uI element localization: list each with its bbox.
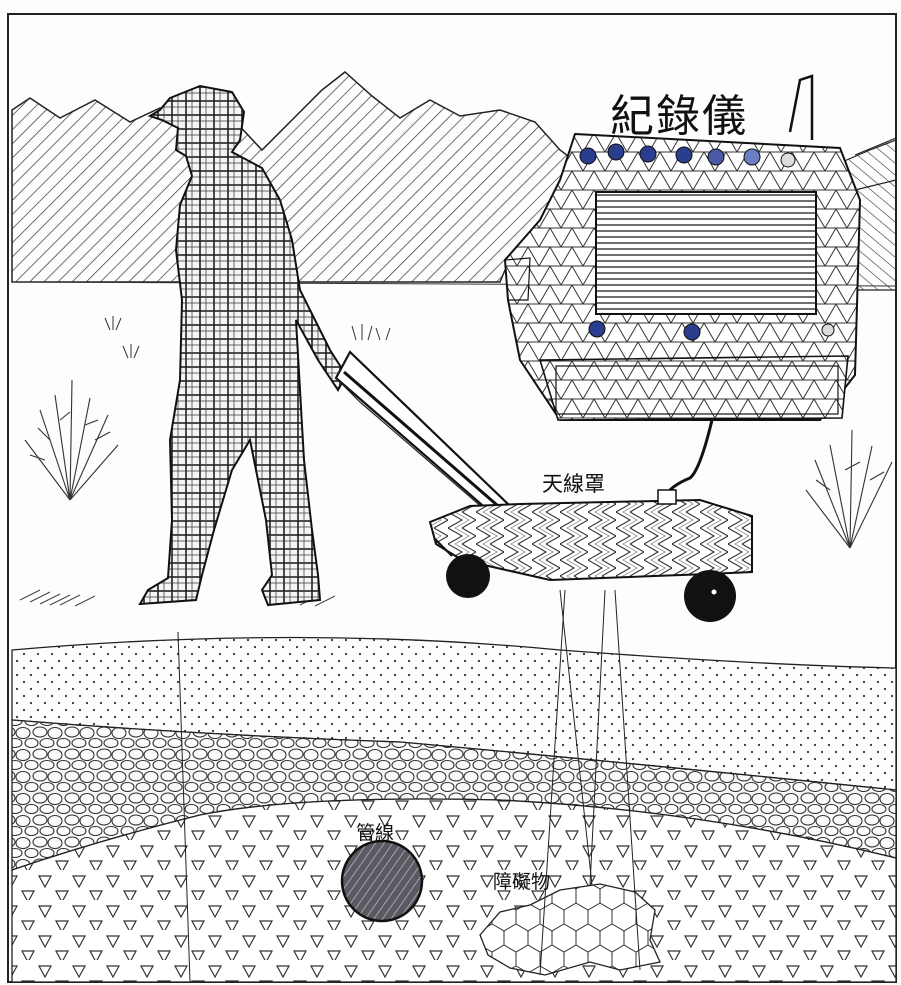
recorder-antenna-wire: [788, 74, 814, 140]
recorder-knob-3: [639, 145, 657, 163]
subsoil-layer: [11, 798, 897, 983]
antenna-housing-label: 天線罩: [542, 472, 605, 496]
recorder-button-left: [588, 320, 606, 338]
pipeline-cross-section: [340, 839, 424, 923]
bush-left: [24, 379, 119, 501]
grass-tufts: [104, 316, 391, 359]
antenna-cart: [428, 489, 753, 622]
recorder-label: 紀錄儀: [610, 91, 748, 142]
recorder-button-right: [683, 323, 701, 341]
obstacle-shape: [479, 883, 661, 976]
surface-hatching: [19, 589, 336, 607]
mountain-range-left: [11, 71, 602, 283]
recorder-screen: [595, 191, 817, 315]
recorder-device: [503, 74, 897, 421]
recorder-knob-6: [743, 148, 761, 166]
recorder-knob-7: [780, 152, 796, 168]
recorder-knob-2: [607, 143, 625, 161]
operator-figure: [138, 84, 348, 607]
obstacle-label: 障礙物: [493, 871, 551, 893]
recorder-knob-4: [675, 146, 693, 164]
recorder-knob-1: [579, 147, 597, 165]
signal-cable: [662, 419, 714, 499]
recorder-knob-5: [707, 148, 725, 166]
radar-beam: [177, 589, 641, 983]
cart-wheel-left: [446, 554, 490, 598]
cart-wheel-right: [684, 570, 736, 622]
pipeline-label: 管線: [356, 822, 395, 844]
bush-right: [805, 429, 893, 549]
